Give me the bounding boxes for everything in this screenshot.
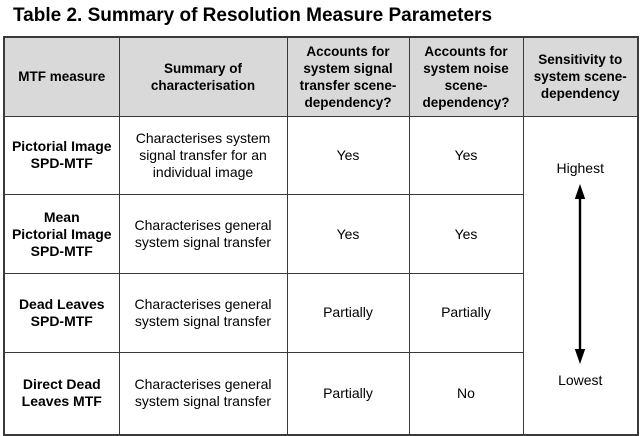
measure-cell: Pictorial Image SPD-MTF xyxy=(3,115,120,196)
table-row-pictorial-image-spd-mtf: Pictorial Image SPD-MTF Characterises sy… xyxy=(3,115,639,435)
noise-cell: No xyxy=(408,351,524,436)
header-row: MTF measure Summary of characterisation … xyxy=(3,36,639,117)
header-cell-noise-dependency: Accounts for system noise scene- depende… xyxy=(408,36,524,117)
sensitivity-highest-label: Highest xyxy=(556,160,604,176)
noise-cell: Yes xyxy=(408,194,524,275)
signal-cell: Yes xyxy=(286,194,410,275)
table-title: Table 2. Summary of Resolution Measure P… xyxy=(12,5,493,26)
summary-cell: Characterises general system signal tran… xyxy=(118,273,288,353)
sensitivity-scale-cell: Highest Lowest xyxy=(522,115,639,435)
signal-cell: Partially xyxy=(286,351,410,436)
header-cell-sensitivity: Sensitivity to system scene- dependency xyxy=(522,36,639,117)
measure-cell: Mean Pictorial Image SPD-MTF xyxy=(3,194,120,275)
header-cell-signal-dependency: Accounts for system signal transfer scen… xyxy=(286,36,410,117)
summary-cell: Characterises system signal transfer for… xyxy=(118,115,288,196)
header-cell-summary: Summary of characterisation xyxy=(118,36,288,117)
table-row-mean-pictorial-image-spd-mtf: Mean Pictorial Image SPD-MTF Characteris… xyxy=(3,194,638,275)
resolution-measures-table: MTF measure Summary of characterisation … xyxy=(3,36,639,436)
signal-cell: Partially xyxy=(286,273,410,353)
sensitivity-scale: Highest Lowest xyxy=(524,134,638,417)
header-cell-mtf-measure: MTF measure xyxy=(3,36,120,117)
measure-cell: Dead Leaves SPD-MTF xyxy=(3,273,120,353)
measure-cell: Direct Dead Leaves MTF xyxy=(3,351,120,436)
noise-cell: Partially xyxy=(408,273,524,353)
summary-cell: Characterises general system signal tran… xyxy=(118,351,288,436)
vertical-double-arrow-icon xyxy=(573,183,587,364)
summary-cell: Characterises general system signal tran… xyxy=(118,194,288,275)
signal-cell: Yes xyxy=(286,115,410,196)
table-row-dead-leaves-spd-mtf: Dead Leaves SPD-MTF Characterises genera… xyxy=(3,273,638,353)
sensitivity-lowest-label: Lowest xyxy=(558,371,603,388)
noise-cell: Yes xyxy=(408,115,524,196)
